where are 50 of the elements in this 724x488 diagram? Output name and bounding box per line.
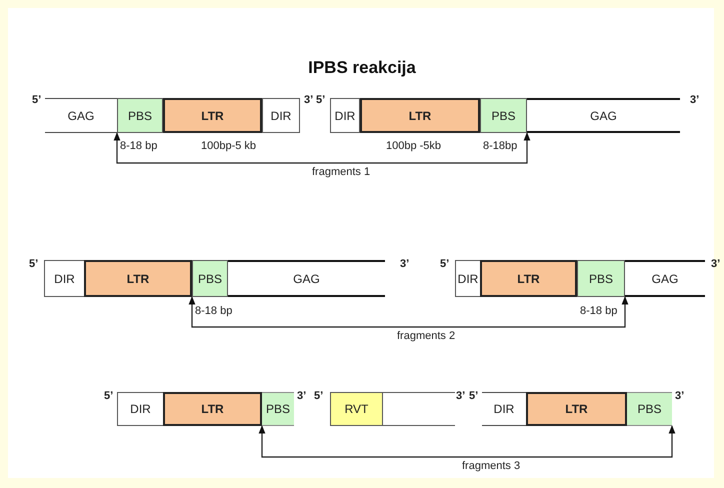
strand-end-label: 3’: [304, 94, 314, 106]
title: IPBS reakcija: [308, 58, 416, 78]
length-label: 8-18bp: [483, 140, 518, 152]
binding-site-segment: PBS: [627, 392, 672, 426]
gene-segment: DIR: [482, 392, 526, 426]
edge-label: fragments 2: [395, 330, 458, 342]
length-label: 8-18 bp: [580, 305, 618, 317]
strand-end-label: 3’: [675, 390, 684, 402]
binding-site-segment: PBS: [480, 98, 527, 133]
gene-segment: DIR: [262, 98, 300, 133]
gene-segment: DIR: [330, 98, 360, 133]
strand-end-label: 5’: [104, 390, 114, 402]
gene-segment: DIR: [44, 260, 84, 297]
gene-segment: GAG: [625, 260, 705, 297]
repeat-segment: LTR: [163, 392, 262, 426]
strand-end-label: 5’: [469, 390, 478, 402]
strand-end-label: 5’: [29, 258, 38, 270]
binding-site-segment: PBS: [577, 260, 625, 297]
gene-segment: DIR: [455, 260, 480, 297]
strand-end-label: 3’: [400, 258, 410, 270]
edge-label: fragments 1: [310, 166, 372, 178]
repeat-segment: LTR: [84, 260, 192, 297]
gene-segment: RVT: [330, 392, 383, 426]
strand-end-label: 5’: [314, 390, 324, 402]
length-label: 8-18 bp: [120, 140, 158, 152]
strand-end-label: 5’: [32, 94, 42, 106]
arrow: [188, 296, 628, 328]
edge-label: fragments 3: [460, 460, 522, 472]
repeat-segment: LTR: [480, 260, 577, 297]
strand-end-label: 3’: [456, 390, 466, 402]
binding-site-segment: PBS: [192, 260, 228, 297]
gene-segment: GAG: [527, 98, 680, 133]
repeat-segment: LTR: [163, 98, 262, 133]
strand-end-label: 5’: [316, 94, 326, 106]
strand-end-label: 3’: [711, 258, 720, 270]
repeat-segment: LTR: [526, 392, 627, 426]
binding-site-segment: PBS: [262, 392, 294, 426]
repeat-segment: LTR: [360, 98, 480, 133]
length-label: 100bp-5 kb: [201, 140, 256, 152]
gene-segment: GAG: [228, 260, 385, 297]
length-label: 100bp -5kb: [386, 140, 442, 152]
gene-segment: DIR: [117, 392, 163, 426]
length-label: 8-18 bp: [195, 305, 232, 317]
arrow: [258, 425, 676, 458]
gene-segment: GAG: [45, 98, 117, 133]
binding-site-segment: PBS: [117, 98, 163, 133]
strand-end-label: 3’: [297, 390, 306, 402]
strand-end-label: 3’: [690, 94, 700, 106]
strand-end-label: 5’: [440, 258, 450, 270]
arrow: [114, 132, 530, 164]
